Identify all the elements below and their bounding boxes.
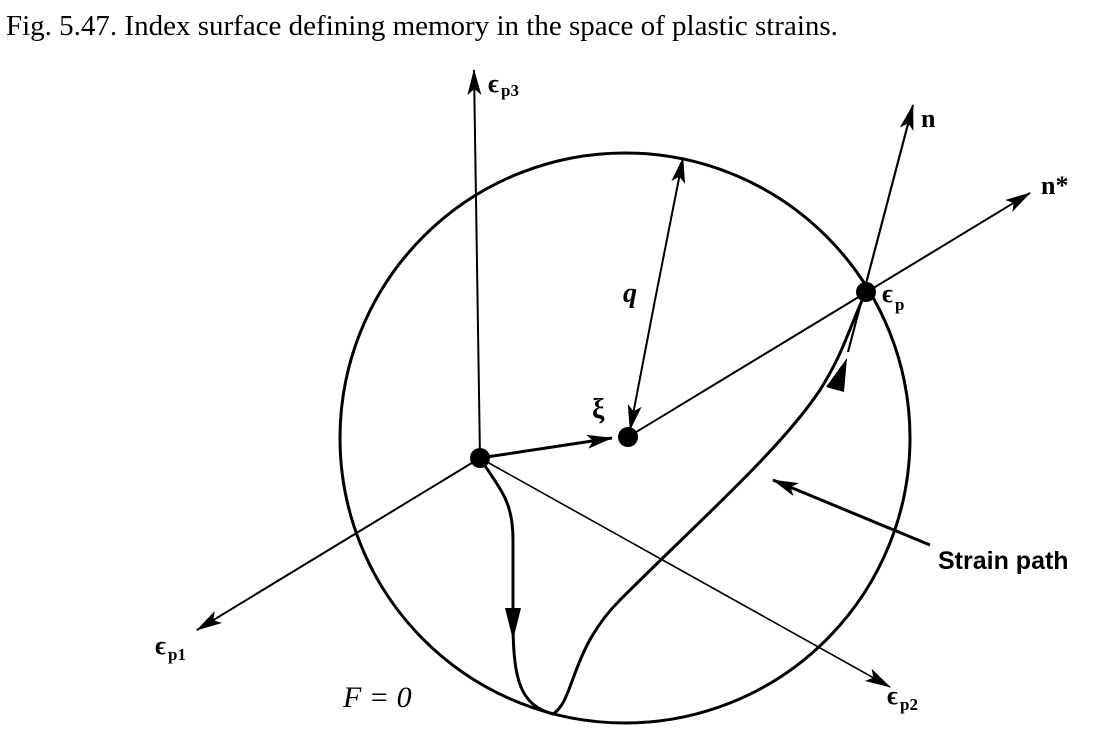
- q-label: q: [623, 278, 637, 309]
- q-radius-arrow: [654, 157, 686, 301]
- axis-ep1: [196, 457, 481, 631]
- n-star-line: [627, 192, 1031, 438]
- strain-path-curve: [478, 291, 868, 716]
- ep-point: [856, 282, 876, 302]
- axis-ep1-sub: p1: [168, 645, 186, 664]
- axis-ep2-label: ϵ: [887, 681, 898, 710]
- surface-equation-label: F = 0: [342, 681, 412, 714]
- q-radius-arrow-down: [627, 299, 656, 431]
- normal-n-label: n: [921, 104, 936, 133]
- axis-ep3: [467, 69, 482, 459]
- strain-path-arrow-down: [505, 608, 521, 640]
- n-star-label: n*: [1041, 171, 1068, 200]
- strain-path-label: Strain path: [938, 547, 1069, 575]
- axis-ep2-sub: p2: [900, 695, 918, 714]
- xi-label: ξ: [592, 394, 605, 425]
- figure-caption: Fig. 5.47. Index surface defining memory…: [6, 10, 838, 42]
- xi-point: [618, 427, 638, 447]
- index-surface-circle: [338, 151, 912, 725]
- axis-ep2: [479, 457, 891, 688]
- ep-label: ϵ: [882, 279, 893, 308]
- strain-path-arrow-up: [826, 358, 847, 392]
- origin-to-xi-arrow: [479, 434, 613, 460]
- axis-ep3-label: ϵ: [488, 69, 499, 98]
- origin-point: [470, 448, 490, 468]
- axis-ep3-sub: p3: [501, 81, 519, 100]
- ep-sub: p: [895, 295, 904, 314]
- strain-path-pointer: [772, 478, 931, 547]
- axis-ep1-label: ϵ: [155, 631, 166, 660]
